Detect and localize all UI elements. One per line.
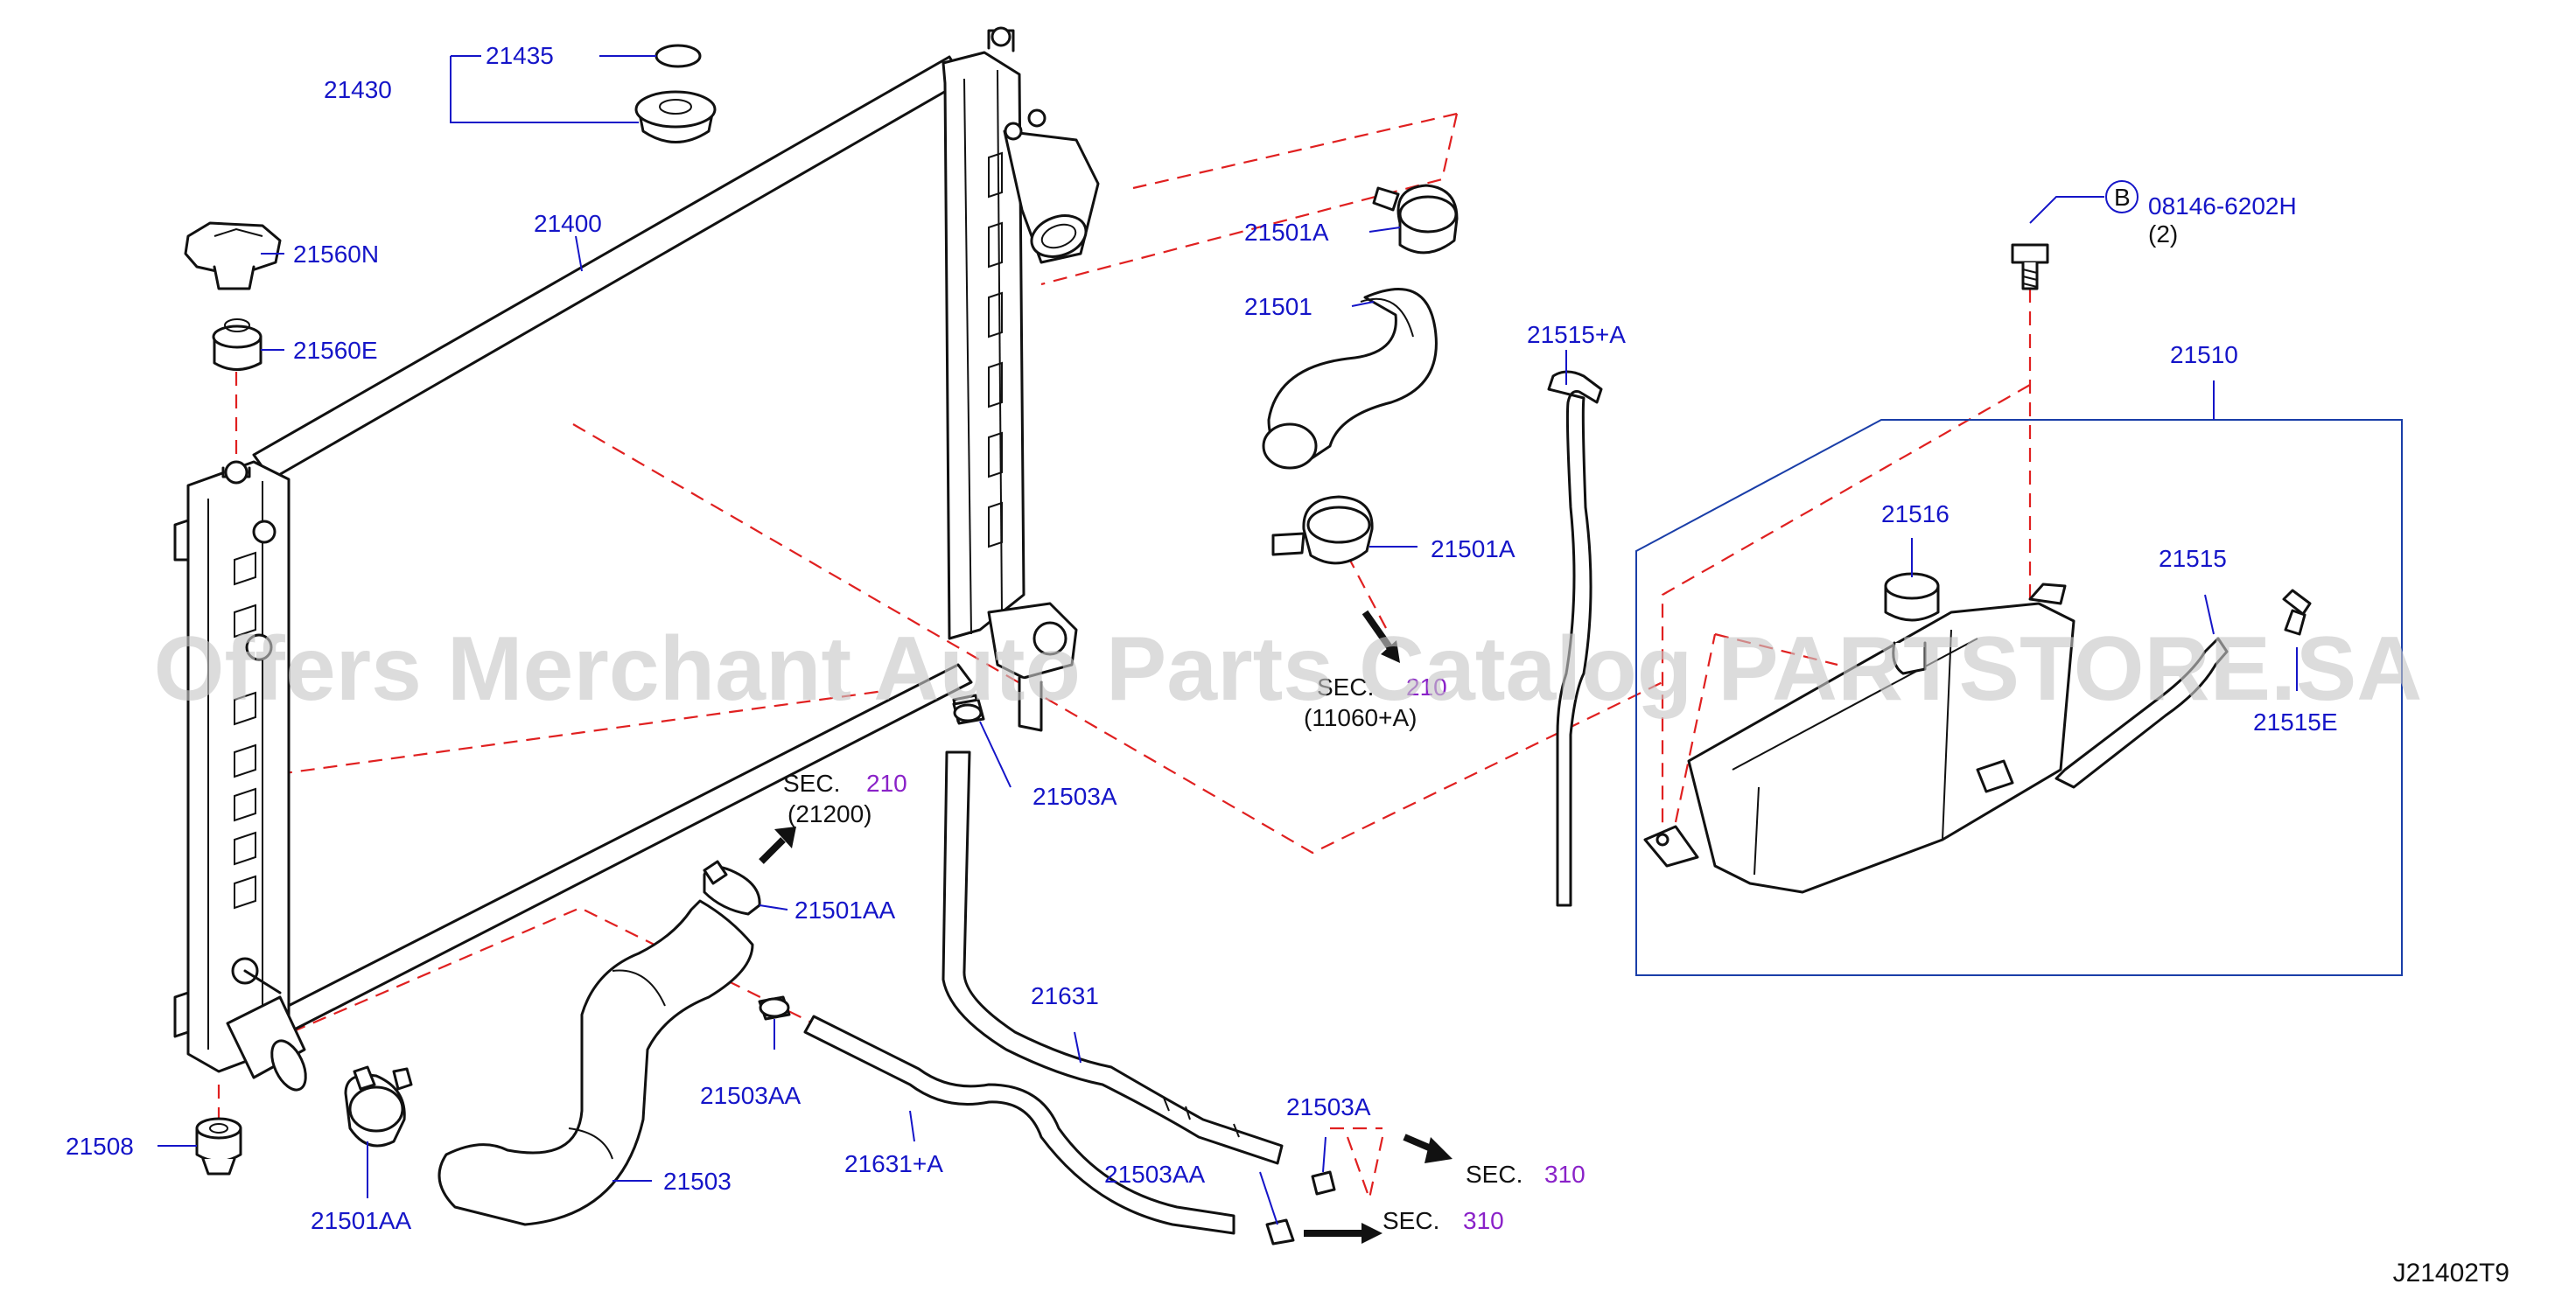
radiator-bushing-lower bbox=[195, 1117, 242, 1176]
part-labels: 21435 21430 21400 21560N 21560E 21508 21… bbox=[66, 42, 2338, 1234]
arrows bbox=[759, 610, 1452, 1244]
sec210-upper-num: 210 bbox=[1406, 673, 1447, 701]
label-21503: 21503 bbox=[663, 1168, 732, 1195]
label-21430: 21430 bbox=[324, 76, 392, 103]
label-21501AA-mid: 21501AA bbox=[794, 897, 896, 924]
sec210-lower-num: 210 bbox=[866, 770, 907, 797]
hose-21515A bbox=[1547, 370, 1603, 907]
bolt bbox=[2011, 243, 2049, 290]
lower-hose bbox=[438, 899, 754, 1226]
watermark: Offers Merchant Auto Parts Catalog PARTS… bbox=[154, 618, 2423, 720]
label-21501A-mid: 21501A bbox=[1431, 535, 1516, 562]
label-21510: 21510 bbox=[2170, 341, 2238, 368]
hose-21631A bbox=[803, 1015, 1236, 1235]
label-21560E: 21560E bbox=[293, 337, 378, 364]
upper-hose bbox=[1262, 288, 1438, 470]
reservoir-tank bbox=[1643, 583, 2076, 894]
overflow-hose bbox=[2054, 637, 2229, 789]
sec-label-310-lower: SEC. bbox=[1382, 1207, 1439, 1234]
label-21503A-mid: 21503A bbox=[1032, 783, 1117, 810]
label-21631A: 21631+A bbox=[844, 1150, 943, 1177]
sec-label-upper: SEC. bbox=[1317, 673, 1374, 701]
label-21515A: 21515+A bbox=[1527, 321, 1626, 348]
label-21516: 21516 bbox=[1881, 500, 1950, 527]
sec210-upper-ref: (11060+A) bbox=[1304, 704, 1417, 731]
label-21503AA-mid: 21503AA bbox=[700, 1082, 802, 1109]
label-21515: 21515 bbox=[2159, 545, 2227, 572]
hose-21631 bbox=[942, 750, 1284, 1165]
hose-clip-21515E bbox=[2282, 589, 2312, 636]
sec310-lower-num: 310 bbox=[1463, 1207, 1504, 1234]
small-clamp-lower-right bbox=[1311, 1170, 1336, 1196]
radiator-mount-upper bbox=[184, 221, 282, 290]
label-21515E: 21515E bbox=[2253, 708, 2338, 736]
radiator bbox=[173, 26, 1100, 1092]
centerlines bbox=[217, 112, 2032, 1203]
radiator-bushing-upper bbox=[212, 318, 262, 371]
small-clamp-upper bbox=[952, 698, 985, 725]
lower-clamp-top bbox=[703, 860, 761, 916]
label-21508: 21508 bbox=[66, 1133, 134, 1160]
label-21501A-top: 21501A bbox=[1244, 219, 1329, 246]
small-clamp-mid bbox=[758, 995, 791, 1021]
label-21501: 21501 bbox=[1244, 293, 1312, 320]
label-21631: 21631 bbox=[1031, 982, 1099, 1009]
label-bolt-number: 08146-6202H bbox=[2148, 192, 2297, 220]
label-21503A-lower: 21503A bbox=[1286, 1093, 1371, 1120]
lower-clamp-left bbox=[344, 1065, 413, 1148]
leader-lines bbox=[158, 55, 2298, 1225]
sec310-upper-num: 310 bbox=[1544, 1161, 1586, 1188]
sec210-lower-ref: (21200) bbox=[788, 800, 872, 827]
bolt-marker: B bbox=[2114, 184, 2131, 211]
label-21560N: 21560N bbox=[293, 241, 379, 268]
diagram-code: J21402T9 bbox=[2393, 1259, 2510, 1288]
upper-clamp-top bbox=[1372, 184, 1459, 255]
label-21435: 21435 bbox=[486, 42, 554, 69]
label-bolt-qty: (2) bbox=[2148, 220, 2178, 248]
reservoir-assembly-box bbox=[1635, 419, 2403, 976]
upper-clamp-bottom bbox=[1271, 495, 1374, 565]
label-21503AA-lower: 21503AA bbox=[1104, 1161, 1206, 1188]
label-21400: 21400 bbox=[534, 210, 602, 237]
section-references: SEC. 210 (11060+A) SEC. 210 (21200) SEC.… bbox=[783, 673, 1586, 1234]
label-21501AA-bottom: 21501AA bbox=[311, 1207, 412, 1234]
reservoir-cap bbox=[1884, 572, 1940, 622]
radiator-cap bbox=[634, 44, 717, 143]
sec-label-310-upper: SEC. bbox=[1466, 1161, 1522, 1188]
sec-label-lower: SEC. bbox=[783, 770, 840, 797]
small-clamp-lower-left bbox=[1265, 1218, 1295, 1246]
